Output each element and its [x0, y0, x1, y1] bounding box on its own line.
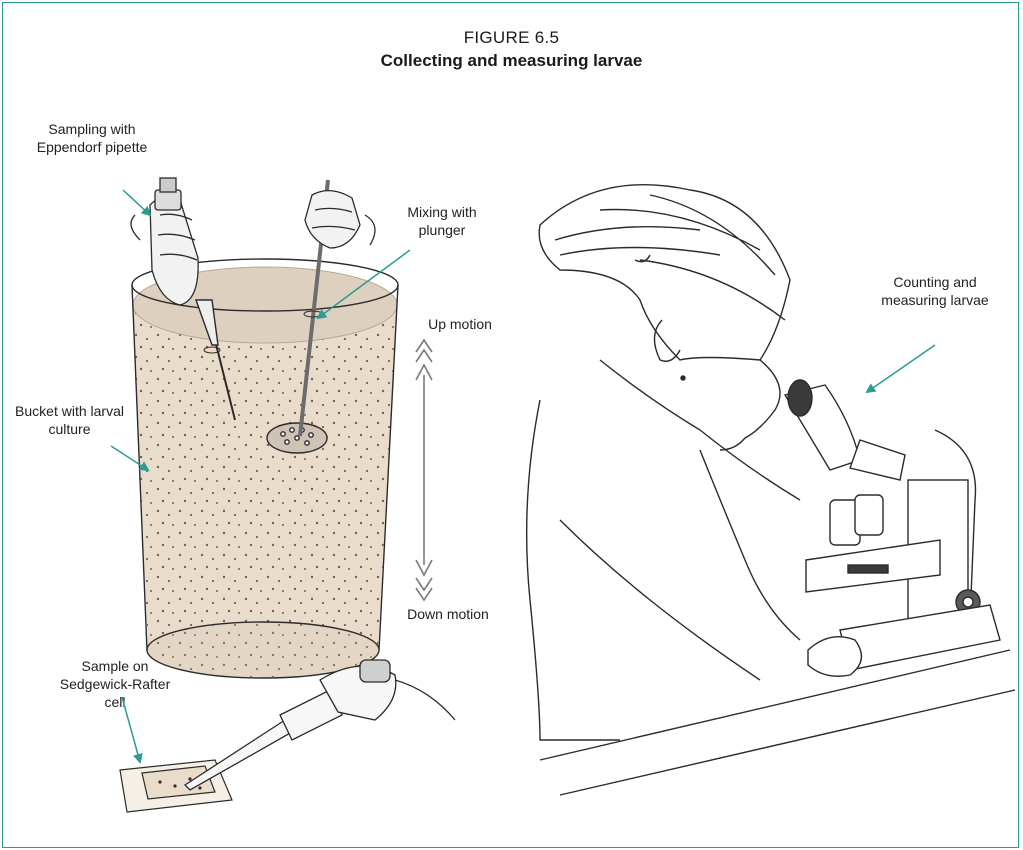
- hand-pipette: [131, 178, 198, 305]
- hand-plunger: [305, 191, 375, 248]
- woman-microscope: [527, 185, 1015, 795]
- motion-arrow: [416, 340, 432, 600]
- small-pipette: [185, 660, 455, 790]
